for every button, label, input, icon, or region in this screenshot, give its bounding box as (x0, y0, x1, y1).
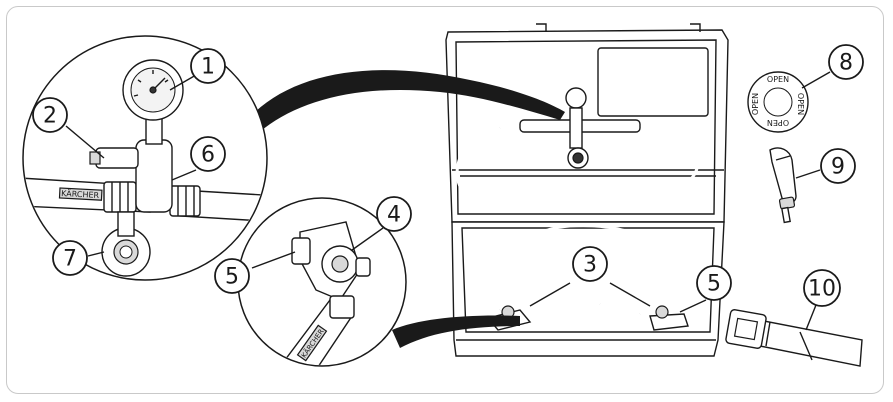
hose-brand-left: KÄRCHER (61, 188, 100, 200)
gauge-magnifier: KÄRCHER (22, 35, 268, 281)
callout-5b: 5 (696, 265, 732, 301)
coiled-hose (455, 126, 700, 316)
callout-8: 8 (828, 44, 864, 80)
callout-7-label: 7 (63, 247, 77, 272)
callout-3: 3 (572, 246, 608, 282)
callout-5a-label: 5 (225, 265, 239, 290)
handle-adapter (769, 147, 797, 224)
open-cap: OPEN OPEN OPEN OPEN (747, 71, 809, 133)
callout-10: 10 (803, 269, 841, 307)
case-manifold (519, 87, 641, 169)
callout-4: 4 (376, 196, 412, 232)
cap-text-top: OPEN (767, 75, 789, 84)
callout-6-label: 6 (201, 143, 215, 168)
callout-10-label: 10 (808, 277, 836, 302)
coupling-magnifier: KÄRCHER (237, 197, 407, 367)
callout-8-label: 8 (839, 51, 853, 76)
callout-3-label: 3 (583, 253, 597, 278)
callout-4-label: 4 (387, 203, 401, 228)
callout-9: 9 (820, 148, 856, 184)
cap-text-bottom: OPEN (767, 118, 789, 127)
callout-7: 7 (52, 240, 88, 276)
cap-text-right: OPEN (796, 93, 805, 115)
leader-band-bottom (392, 315, 520, 348)
callout-2-label: 2 (43, 104, 57, 129)
carry-case (445, 23, 729, 357)
strap (725, 309, 863, 367)
callout-6: 6 (190, 136, 226, 172)
callout-5b-label: 5 (707, 272, 721, 297)
leader-band-top (255, 70, 565, 130)
cap-text-left: OPEN (751, 93, 760, 115)
callout-5a: 5 (214, 258, 250, 294)
callout-1: 1 (190, 48, 226, 84)
coupling-ribs (103, 181, 201, 217)
callout-1-label: 1 (201, 55, 215, 80)
callout-9-label: 9 (831, 155, 845, 180)
callout-2: 2 (32, 97, 68, 133)
